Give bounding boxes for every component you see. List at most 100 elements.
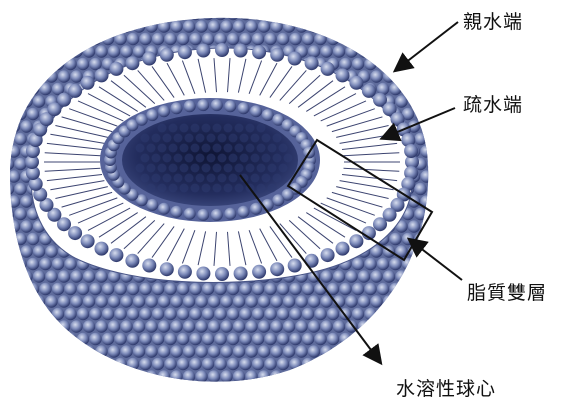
outer-head-bead	[133, 320, 145, 332]
outer-head-bead	[427, 283, 439, 295]
core-bead	[213, 144, 222, 153]
outer-head-bead	[427, 8, 439, 20]
outer-head-bead	[177, 358, 189, 370]
outer-head-bead	[95, 320, 107, 332]
label-hydrophilic: 親水端	[463, 7, 523, 34]
outer-head-bead	[2, 58, 14, 70]
inner-head-bead	[272, 194, 284, 206]
outer-head-bead	[358, 20, 370, 32]
outer-head-bead	[2, 158, 14, 170]
outer-head-bead	[14, 283, 26, 295]
outer-head-bead	[152, 33, 164, 45]
outer-head-bead	[427, 83, 439, 95]
rim-head-bead	[125, 56, 139, 70]
outer-head-bead	[145, 345, 157, 357]
outer-head-bead	[14, 258, 26, 270]
outer-head-bead	[164, 33, 176, 45]
inner-head-bead	[211, 99, 223, 111]
core-bead	[207, 174, 216, 183]
outer-head-bead	[8, 145, 20, 157]
core-bead	[191, 124, 200, 133]
outer-head-bead	[427, 358, 439, 370]
outer-head-bead	[8, 95, 20, 107]
outer-head-bead	[195, 320, 207, 332]
outer-head-bead	[402, 233, 414, 245]
rim-head-bead	[95, 242, 109, 256]
outer-head-bead	[314, 8, 326, 20]
core-bead	[213, 164, 222, 173]
outer-head-bead	[120, 320, 132, 332]
outer-head-bead	[420, 95, 432, 107]
outer-head-bead	[283, 320, 295, 332]
outer-head-bead	[27, 58, 39, 70]
outer-head-bead	[64, 258, 76, 270]
outer-head-bead	[283, 295, 295, 307]
outer-head-bead	[133, 345, 145, 357]
outer-head-bead	[264, 358, 276, 370]
core-bead	[273, 134, 282, 143]
outer-head-bead	[339, 8, 351, 20]
outer-head-bead	[227, 283, 239, 295]
outer-head-bead	[395, 345, 407, 357]
outer-head-bead	[114, 358, 126, 370]
rim-head-bead	[109, 248, 123, 262]
core-bead	[251, 134, 260, 143]
core-bead	[180, 144, 189, 153]
outer-head-bead	[383, 370, 395, 382]
outer-head-bead	[289, 8, 301, 20]
outer-head-bead	[264, 8, 276, 20]
outer-head-bead	[20, 220, 32, 232]
outer-head-bead	[70, 45, 82, 57]
outer-head-bead	[414, 183, 426, 195]
outer-head-bead	[395, 70, 407, 82]
core-bead	[246, 124, 255, 133]
rim-head-bead	[142, 259, 156, 273]
core-bead	[191, 164, 200, 173]
outer-head-bead	[252, 283, 264, 295]
outer-head-bead	[170, 345, 182, 357]
outer-head-bead	[39, 308, 51, 320]
outer-head-bead	[202, 308, 214, 320]
outer-head-bead	[314, 358, 326, 370]
outer-head-bead	[333, 45, 345, 57]
outer-head-bead	[145, 295, 157, 307]
outer-head-bead	[45, 270, 57, 282]
core-bead	[218, 134, 227, 143]
outer-head-bead	[308, 370, 320, 382]
outer-head-bead	[445, 345, 457, 357]
outer-head-bead	[239, 308, 251, 320]
outer-head-bead	[95, 270, 107, 282]
inner-head-bead	[197, 99, 209, 111]
outer-head-bead	[2, 133, 14, 145]
outer-head-bead	[233, 20, 245, 32]
outer-head-bead	[89, 358, 101, 370]
rim-head-bead	[349, 76, 363, 90]
outer-head-bead	[302, 8, 314, 20]
outer-head-bead	[33, 70, 45, 82]
outer-head-bead	[14, 83, 26, 95]
outer-head-bead	[414, 308, 426, 320]
inner-head-bead	[211, 209, 223, 221]
outer-head-bead	[2, 8, 14, 20]
outer-head-bead	[389, 308, 401, 320]
outer-head-bead	[52, 283, 64, 295]
outer-head-bead	[202, 33, 214, 45]
outer-head-bead	[370, 45, 382, 57]
outer-head-bead	[264, 283, 276, 295]
outer-head-bead	[64, 283, 76, 295]
outer-head-bead	[264, 308, 276, 320]
outer-head-bead	[364, 8, 376, 20]
outer-head-bead	[302, 33, 314, 45]
outer-head-bead	[133, 295, 145, 307]
outer-head-bead	[8, 45, 20, 57]
core-bead	[169, 144, 178, 153]
outer-head-bead	[8, 195, 20, 207]
outer-head-bead	[58, 295, 70, 307]
outer-head-bead	[395, 270, 407, 282]
outer-head-bead	[427, 233, 439, 245]
outer-head-bead	[139, 308, 151, 320]
outer-head-bead	[395, 20, 407, 32]
outer-head-bead	[177, 8, 189, 20]
outer-head-bead	[14, 333, 26, 345]
